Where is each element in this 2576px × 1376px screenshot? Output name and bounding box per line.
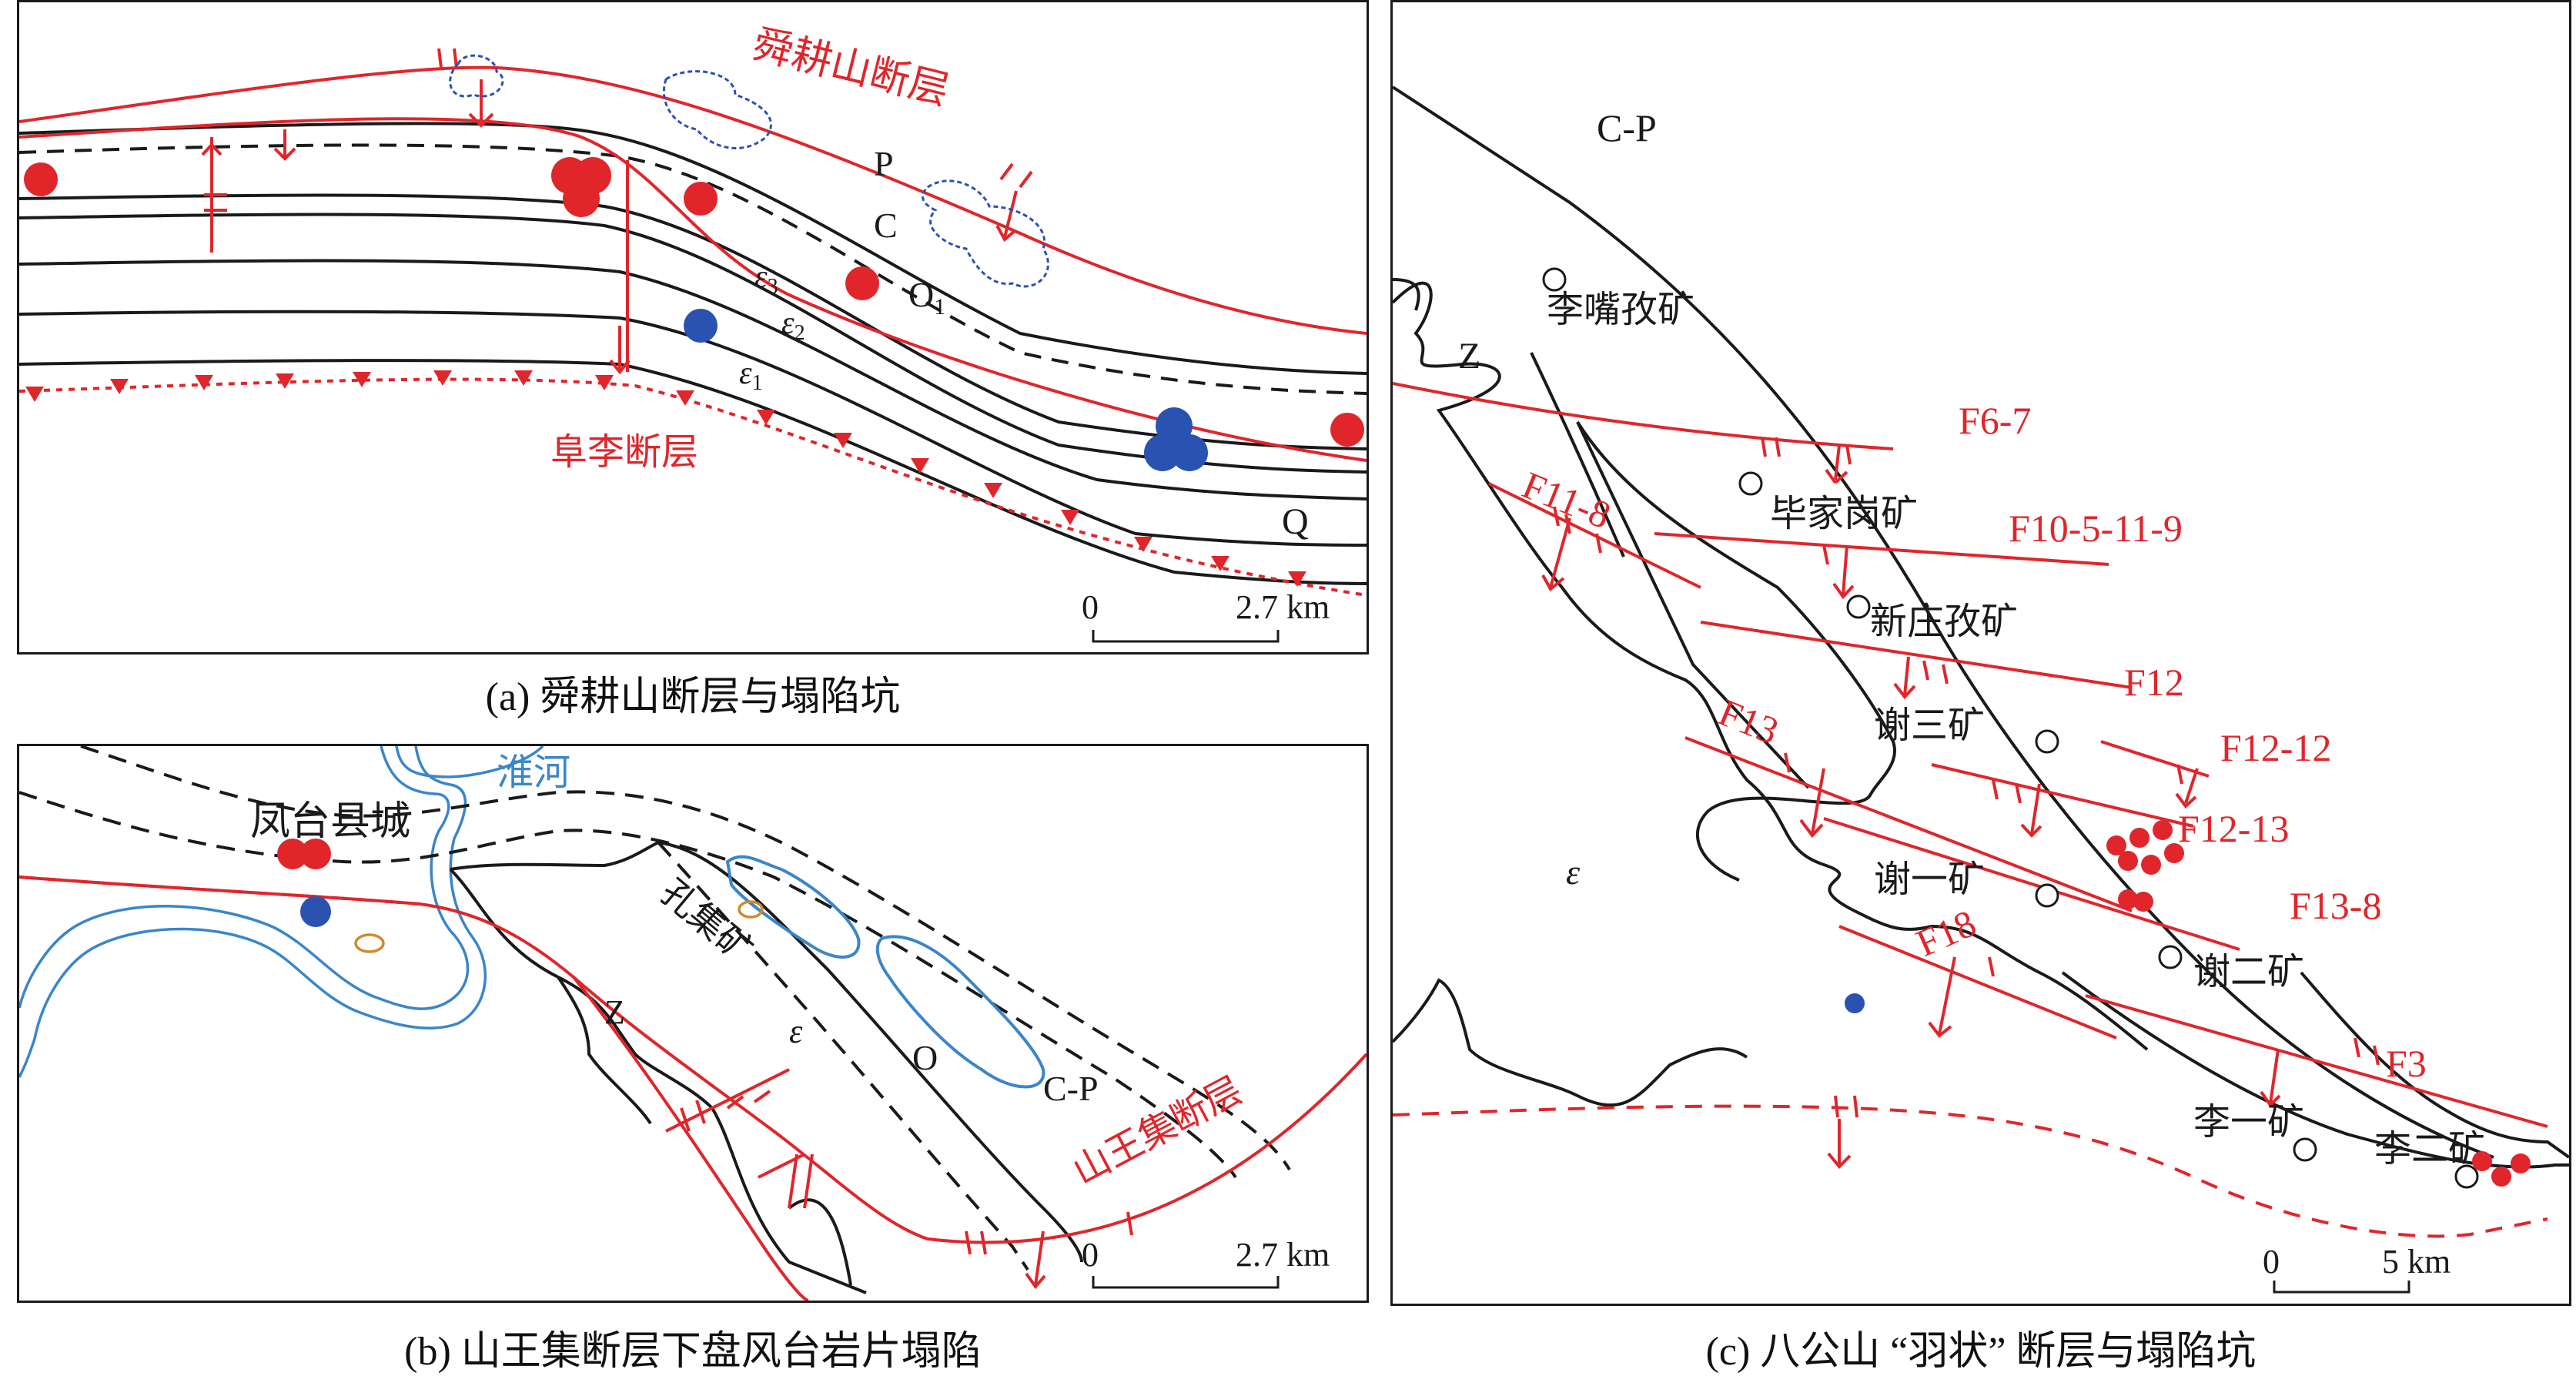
stratum-CP-b: C-P	[1043, 1069, 1099, 1108]
fault-lines-c	[1393, 382, 2548, 1238]
mine-label-xiesan: 谢三矿	[1874, 705, 1985, 746]
thrust-triangle	[911, 458, 929, 474]
stratum-e2: ε2	[781, 306, 805, 345]
town-label: 凤台县城	[250, 800, 410, 844]
mine-labels-c: 李嘴孜矿 毕家岗矿 新庄孜矿 谢三矿 谢一矿 谢二矿 李一矿 李二矿	[1547, 290, 2485, 1170]
collapse-pits-blue-b	[300, 896, 331, 927]
caption-b: (b) 山王集断层下盘风台岩片塌陷	[404, 1330, 982, 1374]
svg-text:0: 0	[1082, 588, 1099, 626]
thrust-triangle	[834, 433, 852, 448]
svg-text:2.7 km: 2.7 km	[1236, 588, 1330, 626]
fault-label-F12: F12	[2124, 661, 2184, 704]
thrust-triangle	[25, 387, 44, 402]
stratum-e-b: ε	[789, 1013, 803, 1050]
thrust-triangle	[757, 410, 775, 425]
mine-label-xinzhuangzi: 新庄孜矿	[1870, 601, 2018, 642]
mine-markers-b	[354, 900, 764, 953]
collapse-areas-b	[725, 855, 1045, 1089]
fault-ticks-b	[680, 1090, 1133, 1290]
svg-text:2.7 km: 2.7 km	[1236, 1236, 1330, 1274]
mine-label-lizuizi: 李嘴孜矿	[1547, 290, 1694, 330]
panel-c: C-P Z ε 李嘴孜矿 毕家岗矿 新庄孜矿 谢三矿 谢一矿 谢二矿 李一矿 李…	[1390, 0, 2571, 1306]
mine-label-xieer: 谢二矿	[2193, 952, 2304, 993]
collapse-pits-red	[24, 157, 1364, 447]
stratum-e1: ε1	[739, 356, 763, 395]
stratum-Q: Q	[1282, 501, 1309, 542]
thrust-triangle	[276, 373, 294, 389]
fault-label-F18: F18	[1910, 901, 1982, 965]
fault-label-F13-8: F13-8	[2290, 884, 2381, 927]
fault-label-F12-13: F12-13	[2178, 807, 2289, 850]
stratum-CP-c: C-P	[1597, 106, 1657, 149]
mine-label-bijiagang: 毕家岗矿	[1770, 494, 1918, 534]
strata-lines	[19, 122, 1367, 585]
stratum-O1: O1	[908, 275, 945, 320]
fault-label-shungengshan: 舜耕山断层	[748, 22, 953, 113]
panel-b: 淮河 凤台县城 孔集矿 山王集断层 Z ε O C-P 0 2.7 km	[17, 744, 1369, 1303]
stratum-O-b: O	[912, 1038, 938, 1077]
panel-a-map: 舜耕山断层 阜李断层 P C O1 ε3 ε2 ε1 Q 0 2.7 km	[19, 22, 1367, 643]
panel-a: 舜耕山断层 阜李断层 P C O1 ε3 ε2 ε1 Q 0 2.7 km	[17, 0, 1369, 655]
huai-river	[19, 746, 544, 1078]
stratum-e3: ε3	[754, 259, 778, 299]
collapse-pits-blue	[684, 309, 1208, 471]
collapse-pits-blue-c	[1845, 993, 1865, 1013]
strata-lines-b	[19, 746, 1291, 1294]
fault-label-F3: F3	[2386, 1042, 2427, 1085]
fault-label-F6-7: F6-7	[1959, 399, 2031, 442]
thrust-triangles	[25, 370, 1306, 587]
thrust-triangle	[110, 379, 129, 394]
fault-label-F10-5-11-9: F10-5-11-9	[2009, 507, 2183, 550]
mine-label-liyi: 李一矿	[2193, 1102, 2304, 1143]
stratum-Z-c: Z	[1458, 336, 1480, 377]
panel-c-map: C-P Z ε 李嘴孜矿 毕家岗矿 新庄孜矿 谢三矿 谢一矿 谢二矿 李一矿 李…	[1393, 85, 2569, 1294]
thrust-triangle	[195, 375, 213, 390]
thrust-triangle	[676, 390, 694, 406]
fault-lines-b	[19, 875, 1367, 1301]
collapse-pits-red-b	[277, 839, 331, 869]
stratum-P: P	[874, 144, 894, 183]
svg-text:0: 0	[1082, 1236, 1099, 1274]
svg-text:0: 0	[2263, 1243, 2280, 1281]
collapse-water-areas	[449, 54, 1049, 288]
fault-label-F12-12: F12-12	[2220, 726, 2331, 769]
svg-text:5 km: 5 km	[2382, 1243, 2451, 1281]
panel-b-map: 淮河 凤台县城 孔集矿 山王集断层 Z ε O C-P 0 2.7 km	[19, 746, 1367, 1301]
stratum-e-c: ε	[1566, 852, 1581, 892]
fault-label-fuli: 阜李断层	[550, 432, 698, 473]
thrust-triangle	[984, 483, 1002, 498]
strata-lines-c	[1393, 85, 2569, 1169]
caption-a: (a) 舜耕山断层与塌陷坑	[485, 675, 901, 719]
caption-c: (c) 八公山 “羽状” 断层与塌陷坑	[1705, 1330, 2257, 1374]
thrust-triangle	[1288, 571, 1306, 587]
mine-label-lier: 李二矿	[2374, 1129, 2485, 1170]
thrust-triangle	[595, 375, 614, 390]
collapse-pits-red-c	[2106, 820, 2531, 1187]
thrust-triangle	[1134, 537, 1153, 552]
mine-markers-c	[1542, 267, 2479, 1189]
thrust-triangle	[1061, 510, 1079, 525]
scale-bar-a: 0 2.7 km	[1082, 588, 1330, 643]
mine-label-xieyi: 谢一矿	[1874, 859, 1985, 900]
thrust-triangle	[1211, 556, 1229, 571]
fault-ticks-c	[1541, 437, 2380, 1169]
scale-bar-b: 0 2.7 km	[1082, 1236, 1330, 1289]
stratum-C: C	[874, 206, 898, 245]
stratum-Z-b: Z	[604, 993, 625, 1031]
thrust-triangle	[353, 372, 371, 387]
scale-bar-c: 0 5 km	[2263, 1243, 2451, 1294]
thrust-triangle	[514, 370, 533, 386]
river-label: 淮河	[497, 752, 570, 793]
thrust-triangle	[433, 370, 452, 386]
